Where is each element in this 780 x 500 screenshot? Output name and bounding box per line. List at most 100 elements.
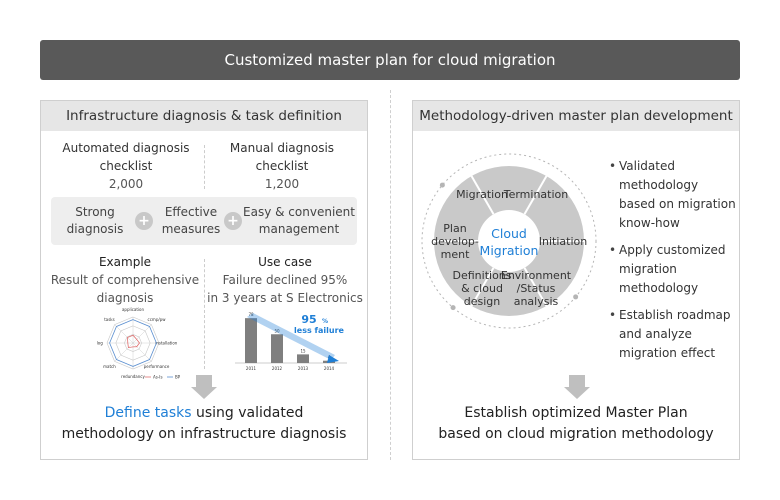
radar-axis-label: log [97, 341, 104, 346]
callout-unit: % [322, 318, 328, 325]
bar-category-label: 2013 [298, 366, 309, 371]
usecase-line-1: Failure declined 95% [222, 273, 348, 287]
right-conclusion-line-2: based on cloud migration methodology [438, 426, 714, 442]
migration-cycle-diagram: CloudMigrationMigrationTerminationInitia… [421, 153, 597, 329]
cycle-segment-label: Environment [501, 269, 572, 282]
cycle-segment-label: Termination [503, 188, 569, 201]
right-panel: Methodology-driven master plan developme… [412, 100, 740, 460]
cycle-segment-label: ment [441, 248, 470, 261]
cycle-center-line-2: Migration [480, 243, 539, 258]
ring-arrow-icon [439, 182, 445, 188]
manual-checklist: Manual diagnosis checklist 1,200 [205, 139, 359, 193]
usecase-line-2: in 3 years at S Electronics [207, 291, 363, 305]
example-line-2: diagnosis [96, 291, 154, 305]
down-arrow-icon [564, 387, 590, 399]
radar-chart: applicationccmp/pwinstallationperformanc… [97, 307, 181, 380]
decline-arrow-band [247, 313, 335, 360]
manual-checklist-title-2: checklist [255, 159, 309, 173]
radar-axis-label: ccmp/pw [148, 317, 167, 322]
automated-checklist-title-1: Automated diagnosis [62, 141, 190, 155]
cycle-center-circle [478, 210, 540, 272]
callout-value: 95 [301, 313, 316, 326]
band-item-line: measures [161, 222, 221, 236]
cycle-segment-label: Initiation [539, 235, 587, 248]
bar-2013 [297, 354, 309, 363]
example-dash-divider [204, 259, 205, 369]
left-conclusion-line-2: methodology on infrastructure diagnosis [61, 426, 347, 442]
example-title: Example [98, 255, 152, 269]
radar-legend-label: As-Is [153, 375, 163, 380]
radar-series-bp [109, 319, 157, 367]
band-item-line: diagnosis [66, 222, 124, 236]
right-conclusion-line-1: Establish optimized Master Plan [464, 405, 688, 421]
cycle-spoke [470, 267, 495, 307]
page-title: Customized master plan for cloud migrati… [40, 40, 740, 80]
radar-legend-label: BP [175, 375, 181, 380]
cycle-spoke [523, 175, 548, 215]
cycle-segment-3: Initiation [539, 235, 587, 248]
cycle-center-line-1: Cloud [491, 226, 527, 241]
automated-checklist-title-2: checklist [99, 159, 153, 173]
left-panel: Infrastructure diagnosis & task definiti… [40, 100, 368, 460]
bar-2012 [271, 334, 283, 363]
cycle-segment-label: Plan [443, 222, 466, 235]
radar-axis-label: redundancy [121, 374, 145, 379]
cycle-segment-label: develop- [431, 235, 479, 248]
right-panel-header: Methodology-driven master plan developme… [413, 101, 739, 131]
example-block: Example Result of comprehensive diagnosi… [47, 253, 203, 307]
callout-text: less failure [294, 326, 344, 335]
cycle-segment-label: analysis [514, 295, 559, 308]
radar-axis-label: installation [155, 341, 178, 346]
usecase-title: Use case [258, 255, 312, 269]
band-item-strong-diagnosis: Strong diagnosis [51, 197, 139, 245]
bar-value-label: 78 [248, 312, 254, 317]
radar-axis-line [132, 342, 152, 362]
cycle-spoke [523, 267, 548, 307]
radar-series-as-is [127, 334, 141, 349]
bullet-item: Establish roadmap and analyze migration … [609, 306, 737, 363]
left-panel-header: Infrastructure diagnosis & task definiti… [41, 101, 367, 131]
manual-checklist-title-1: Manual diagnosis [229, 141, 335, 155]
cycle-spoke [470, 175, 495, 215]
plus-icon: + [224, 212, 242, 230]
radar-axis-line [114, 324, 134, 344]
bar-category-label: 2014 [324, 366, 335, 371]
bullet-item: Validated methodology based on migration… [609, 157, 737, 233]
bar-category-label: 2012 [272, 366, 283, 371]
ring-arrow-icon [573, 294, 579, 300]
radar-axis-label: match [103, 364, 116, 369]
benefit-bullets: Validated methodology based on migration… [609, 157, 737, 371]
plus-icon: + [135, 212, 153, 230]
center-divider [390, 90, 391, 460]
decline-arrow-head [327, 355, 339, 363]
radar-axis-label: performance [144, 364, 170, 369]
down-arrow-stem [196, 375, 212, 387]
cycle-dashed-ring [421, 153, 597, 329]
radar-axis-label: tasks [104, 317, 115, 322]
bar-2011 [245, 318, 257, 363]
top-dash-divider [204, 145, 205, 189]
cycle-segment-label: Migration [456, 188, 508, 201]
bullet-item: Apply customized migration methodology [609, 241, 737, 298]
usecase-block: Use case Failure declined 95% in 3 years… [203, 253, 367, 307]
manual-checklist-count: 1,200 [264, 177, 300, 191]
left-conclusion-highlight: Define tasks [104, 405, 192, 421]
cycle-segment-label: design [464, 295, 501, 308]
example-line-1: Result of comprehensive [50, 273, 200, 287]
cycle-segment-label: Definitions [453, 269, 512, 282]
bar-value-label: 15 [300, 348, 306, 353]
ring-arrow-icon [450, 305, 456, 311]
down-arrow-stem [569, 375, 585, 387]
cycle-segment-1: Migration [456, 188, 508, 201]
left-conclusion-rest: using validated [191, 405, 304, 421]
band-item-line: Strong [75, 205, 115, 219]
radar-axis-line [132, 324, 152, 344]
cycle-segment-label: & cloud [461, 282, 503, 295]
radar-axis-line [114, 342, 134, 362]
